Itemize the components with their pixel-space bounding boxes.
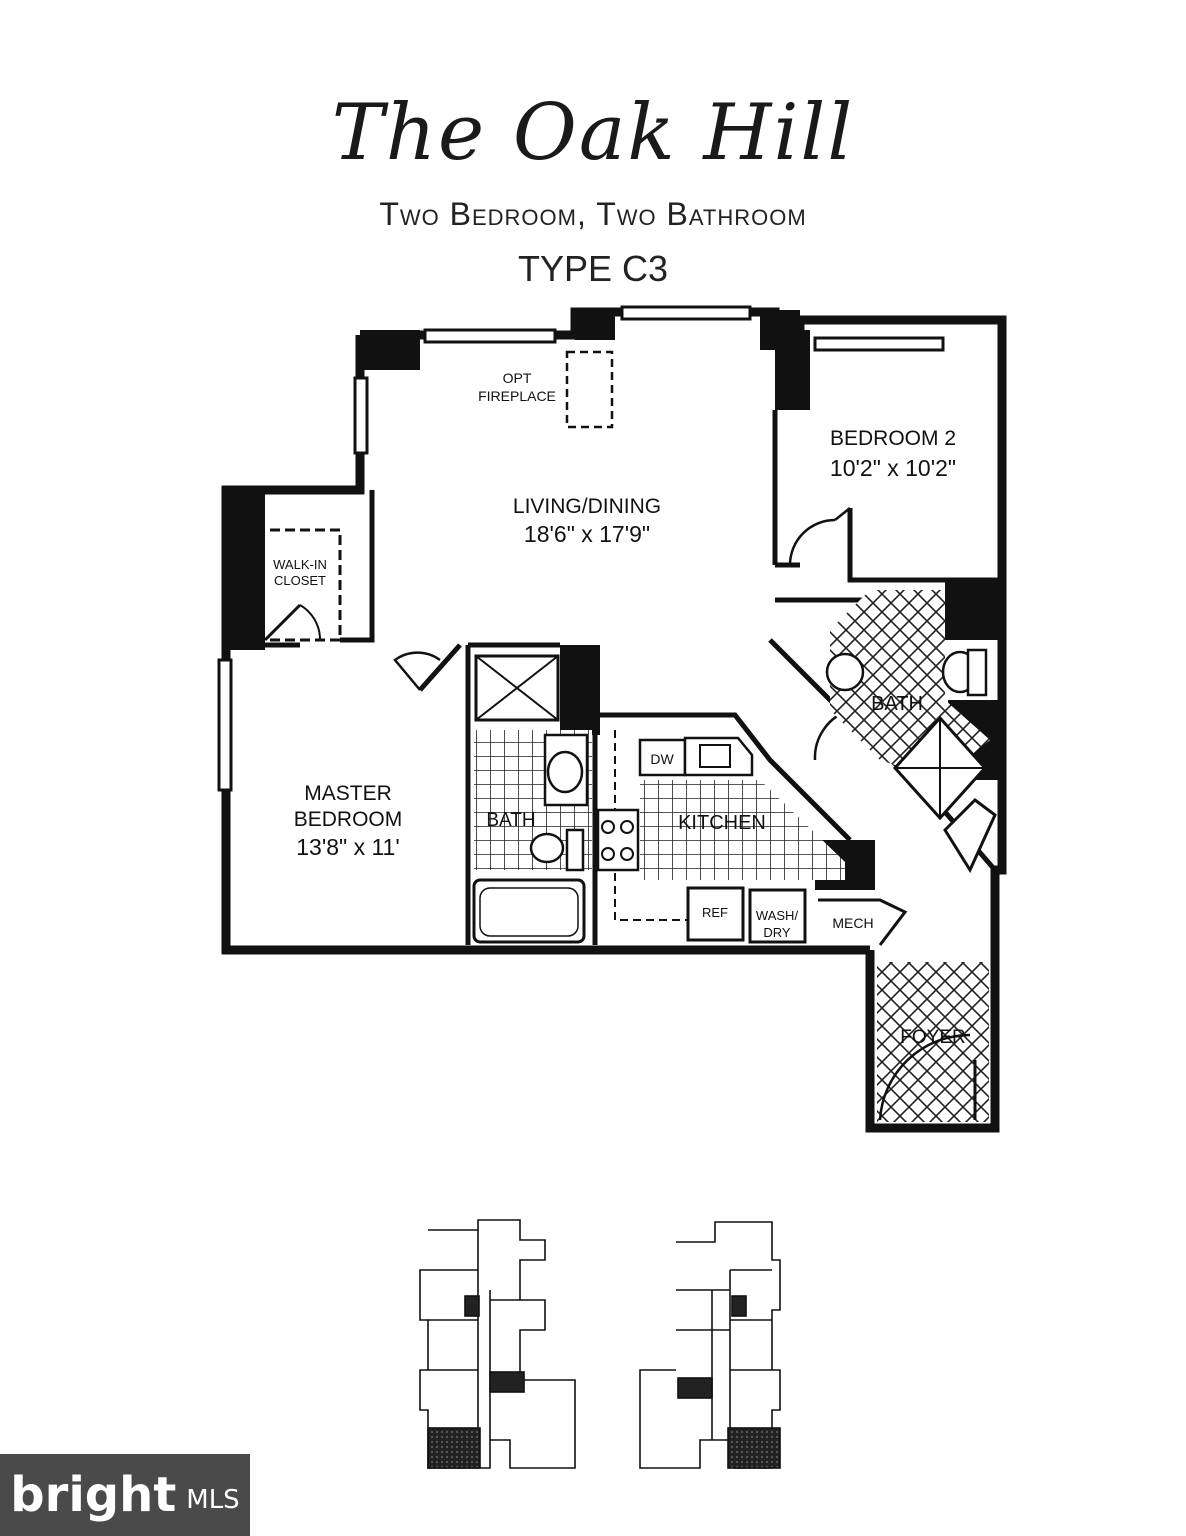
dishwasher-label: DW: [650, 751, 674, 767]
windows: [217, 305, 945, 792]
watermark-suffix: MLS: [186, 1485, 240, 1515]
foyer-area: [877, 962, 989, 1122]
building-key-plan-right: [639, 1221, 781, 1469]
refrigerator-label: REF: [702, 905, 728, 920]
washer-dryer-label-2: DRY: [763, 925, 791, 940]
living-dining-size: 18'6" x 17'9": [524, 521, 650, 547]
fireplace-outline: [565, 350, 614, 429]
door-swings: [393, 507, 851, 761]
bright-mls-watermark: bright MLS: [0, 1454, 250, 1536]
living-dining-label: LIVING/DINING: [513, 495, 661, 518]
master-bedroom-size: 13'8" x 11': [296, 834, 399, 860]
foyer-label: FOYER: [900, 1027, 965, 1048]
plan-title: The Oak Hill: [331, 88, 855, 178]
kitchen-area: [596, 730, 845, 944]
master-bedroom-label-1: MASTER: [304, 782, 392, 805]
closet-label-2: CLOSET: [274, 573, 326, 588]
fireplace-label-2: FIREPLACE: [478, 388, 556, 404]
walk-in-closet: [238, 528, 342, 642]
master-bedroom-label-2: BEDROOM: [294, 808, 403, 831]
kitchen-label: KITCHEN: [678, 812, 766, 834]
master-bath-label: BATH: [486, 810, 535, 831]
closet-label-1: WALK-IN: [273, 557, 327, 572]
mech-label: MECH: [832, 915, 873, 931]
second-bath: [825, 590, 997, 874]
building-key-plan-left: [419, 1219, 576, 1469]
watermark-brand: bright: [10, 1467, 177, 1523]
bedroom2-size: 10'2" x 10'2": [830, 455, 956, 481]
fireplace-label-1: OPT: [503, 370, 532, 386]
plan-subtitle: Two Bedroom, Two Bathroom: [379, 196, 807, 232]
unit-type: TYPE C3: [517, 248, 669, 289]
bedroom2-label: BEDROOM 2: [830, 427, 956, 450]
mech-closet: [818, 898, 908, 946]
master-bath: [472, 654, 592, 944]
second-bath-label: BATH: [871, 693, 923, 715]
washer-dryer-label-1: WASH/: [756, 908, 799, 923]
